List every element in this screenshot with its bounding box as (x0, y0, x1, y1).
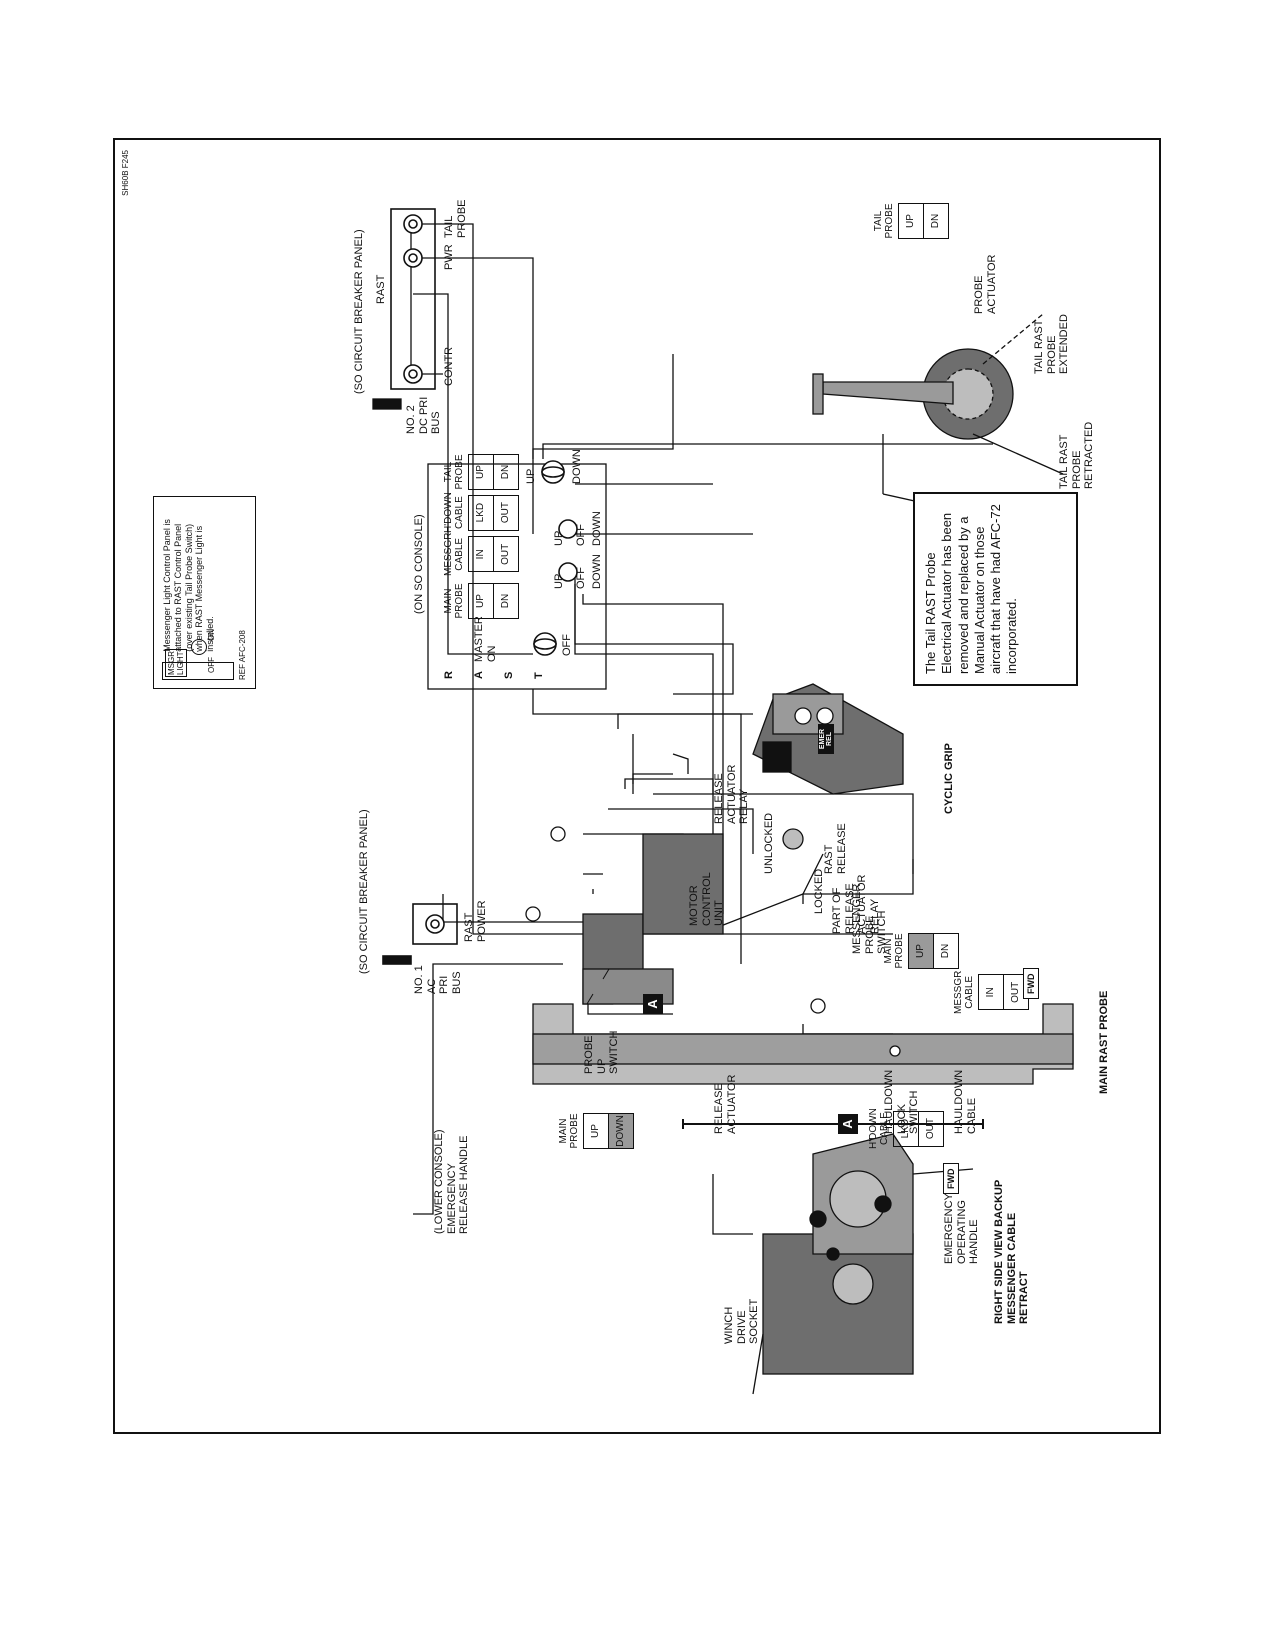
cb-label-contr: CONTR (443, 346, 455, 386)
indicator-caption: MESSGR CABLE (443, 532, 465, 576)
emergency-release-handle-label: (LOWER CONSOLE) EMERGENCY RELEASE HANDLE (433, 1129, 471, 1234)
cb-label-pwr: PWR (443, 244, 455, 270)
indicator-cell-up: UP (584, 1114, 609, 1148)
cyclic-grip-title: CYCLIC GRIP (943, 743, 955, 814)
console-indicator-tail-probe: TAIL PROBE UP DN (443, 454, 519, 490)
motor-control-unit-label: MOTOR CONTROL UNIT (688, 872, 726, 926)
indicator-cell-up: UP (469, 584, 494, 618)
figure-id: SH60B F245 (121, 150, 130, 196)
emer-rel-button: EMER REL (818, 724, 834, 754)
release-actuator-label: RELEASE ACTUATOR (713, 1074, 738, 1135)
msgr-toggle-icon (191, 639, 207, 655)
msgr-light-label: MSGR LIGHT (165, 649, 187, 677)
wire-tail (413, 223, 893, 935)
cb-panel-title-top: (SO CIRCUIT BREAKER PANEL) (353, 229, 365, 394)
msgr-on-label: ON (207, 629, 216, 641)
indicator-cell-dn: DN (500, 464, 511, 480)
messenger-callout-ref: REF AFC-208 (238, 630, 247, 680)
main-probe-indicator-a: MAIN PROBE UP DN (883, 933, 959, 969)
toggle-tail-up: UP (525, 468, 537, 484)
indicator-caption: MAIN PROBE (558, 1113, 580, 1149)
rast-letter-r: R (443, 671, 455, 679)
toggle-main-off: OFF (575, 567, 587, 589)
wire-pwr (413, 257, 534, 534)
wiring-diagram (372, 208, 1074, 1395)
toggle-msgr-down: DOWN (591, 511, 603, 546)
hauldown-cable-label: HAULDOWN CABLE (953, 1069, 978, 1134)
indicator-caption: MESSGR CABLE (953, 970, 975, 1014)
indicator-cell-up: UP (469, 455, 494, 489)
fwd-arrow-main: FWD (1023, 968, 1039, 999)
indicator-cell-out: OUT (925, 1118, 936, 1140)
console-box (427, 463, 607, 690)
release-actuator-relay-label: RELEASE ACTUATOR RELAY (713, 764, 751, 825)
toggle-main-up: UP (553, 573, 565, 589)
indicator-cell-up: UP (899, 204, 924, 238)
tail-probe-retracted-label: TAIL RAST PROBE RETRACTED (1058, 421, 1096, 489)
rast-letter-a: A (473, 671, 485, 679)
ac-bus-label: NO. 1 AC PRI BUS (413, 965, 463, 994)
console-title: (ON SO CONSOLE) (413, 514, 425, 614)
messgr-cable-indicator: MESSGR CABLE IN OUT (953, 971, 1029, 1014)
cb-label-tail-probe: TAIL PROBE (443, 199, 468, 238)
motor-control-unit-box (642, 833, 724, 935)
msgr-off-label: OFF (207, 657, 216, 673)
emergency-operating-handle-label: EMERGENCY OPERATING HANDLE (943, 1193, 981, 1264)
probe-actuator-label: PROBE ACTUATOR (973, 254, 998, 315)
fwd-arrow-winch: FWD (943, 1163, 959, 1194)
dc-bus-bar (372, 398, 402, 410)
figure-frame: (SO CIRCUIT BREAKER PANEL) RAST CONTR PW… (113, 138, 1161, 1434)
rast-letter-t: T (533, 672, 545, 679)
main-rast-probe-title: MAIN RAST PROBE (1098, 990, 1110, 1094)
indicator-cell-dn: DN (500, 593, 511, 609)
winch-view-title: RIGHT SIDE VIEW BACKUP MESSENGER CABLE R… (993, 1179, 1031, 1324)
messenger-light-callout: MSGR LIGHT OFF ON Messenger Light Contro… (153, 496, 256, 689)
hdown-cable-indicator: H'DOWN CABLE LKD OUT (868, 1108, 944, 1149)
cb-panel-title-bottom: (SO CIRCUIT BREAKER PANEL) (358, 809, 370, 974)
unlocked-label: UNLOCKED (763, 812, 775, 874)
rast-letter-s: S (503, 671, 515, 679)
locked-label: LOCKED (813, 868, 825, 914)
indicator-cell-dn: DN (930, 213, 941, 229)
indicator-caption: H'DOWN CABLE (868, 1108, 890, 1149)
indicator-cell-out: OUT (500, 543, 511, 565)
toggle-msgr-up: UP (553, 530, 565, 546)
toggle-msgr-off: OFF (575, 524, 587, 546)
console-indicator-main-probe: MAIN PROBE UP DN (443, 583, 519, 619)
winch-drive-socket-label: WINCH DRIVE SOCKET (723, 1298, 761, 1344)
indicator-cell-lkd: LKD (469, 495, 494, 530)
messenger-callout-text: Messenger Light Control Panel is attache… (162, 519, 216, 652)
indicator-caption: TAIL PROBE (873, 203, 895, 239)
indicator-cell-down: DOWN (609, 1114, 633, 1148)
indicator-cell-dn: DN (940, 943, 951, 959)
toggle-tail-down: DOWN (571, 449, 583, 484)
cb-label-rast-power: RAST POWER (463, 900, 488, 942)
indicator-cell-up: UP (909, 934, 934, 968)
indicator-cell-lkd: LKD (894, 1111, 919, 1146)
main-probe-indicator-b: MAIN PROBE UP DOWN (558, 1113, 634, 1149)
probe-up-switch-label: PROBE UP SWITCH (583, 1030, 621, 1074)
indicator-cell-in: IN (469, 537, 494, 572)
toggle-main-down: DOWN (591, 554, 603, 589)
dc-bus-label: NO. 2 DC PRI BUS (405, 396, 443, 434)
master-on-label: MASTER ON (473, 616, 498, 662)
wire-contr (413, 293, 533, 655)
rotated-diagram: (SO CIRCUIT BREAKER PANEL) RAST CONTR PW… (115, 140, 1159, 1432)
indicator-caption: MAIN PROBE (443, 583, 465, 619)
master-off-label: OFF (561, 634, 573, 656)
console-indicator-hdown-cable: H'DOWN CABLE LKD OUT (443, 492, 519, 533)
tail-probe-extended-label: TAIL RAST PROBE EXTENDED (1033, 314, 1071, 374)
indicator-caption: H'DOWN CABLE (443, 492, 465, 533)
msgr-light-panel: MSGR LIGHT OFF ON (162, 629, 234, 680)
section-marker-a-top: A (643, 994, 663, 1014)
indicator-cell-in: IN (979, 975, 1004, 1010)
console-indicator-messgr-cable: MESSGR CABLE IN OUT (443, 533, 519, 576)
tail-probe-indicator: TAIL PROBE UP DN (873, 203, 949, 239)
tail-actuator-note: The Tail RAST Probe Electrical Actuator … (913, 492, 1078, 686)
cb-group-rast: RAST (375, 274, 387, 304)
indicator-cell-out: OUT (500, 502, 511, 524)
indicator-caption: TAIL PROBE (443, 454, 465, 490)
section-marker-a-bottom: A (838, 1114, 858, 1134)
indicator-caption: MAIN PROBE (883, 933, 905, 969)
